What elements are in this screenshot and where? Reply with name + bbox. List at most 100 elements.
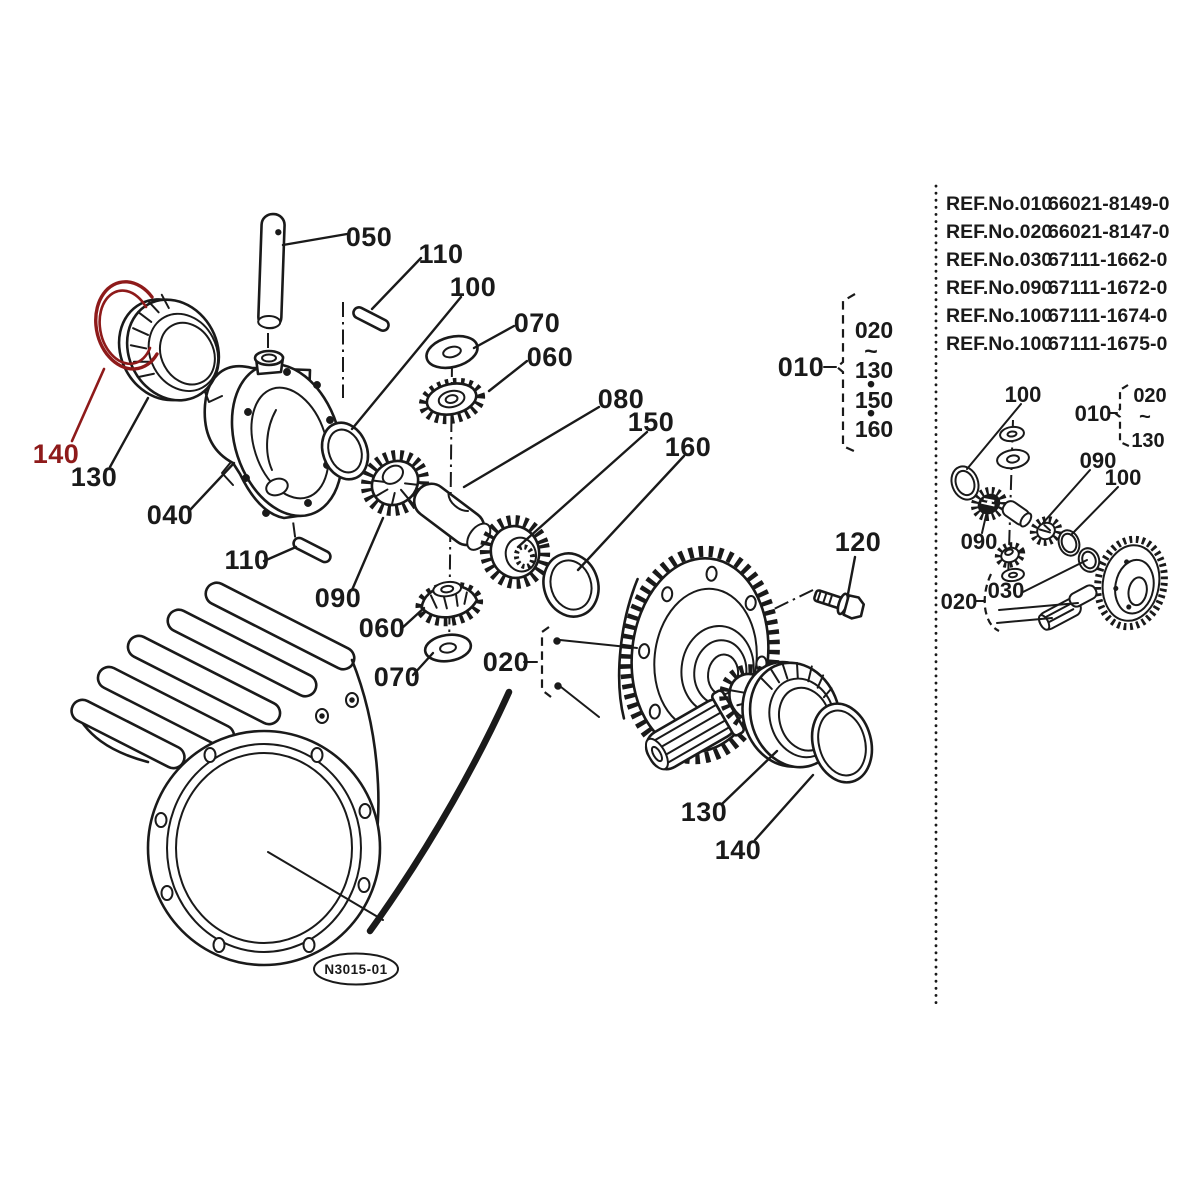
ref-row-label: REF.No.020 xyxy=(946,221,1052,243)
callout-070-top: 070 xyxy=(514,308,561,338)
callout-150: 150 xyxy=(628,407,675,437)
drawing-stamp: N3015-01 xyxy=(313,952,399,986)
callout-060-bottom: 060 xyxy=(359,613,406,643)
inset-diagram: 010 020 ~ 130 020 100 090 100 090 030 xyxy=(941,382,1168,632)
bolt-120 xyxy=(813,589,866,620)
snap-ring-140-highlight xyxy=(70,280,159,443)
callout-040: 040 xyxy=(147,500,194,530)
ref-row-label: REF.No.030 xyxy=(946,249,1052,271)
gear-060-bottom xyxy=(415,580,484,627)
inset-callout-010: 010 xyxy=(1075,401,1112,426)
callout-130-right: 130 xyxy=(681,797,728,827)
callout-070-bottom: 070 xyxy=(374,662,421,692)
ref-row-part: 66021-8147-0 xyxy=(1048,221,1170,243)
callout-140-red: 140 xyxy=(33,439,80,469)
callout-020: 020 xyxy=(483,647,530,677)
ref-row-part: 67111-1662-0 xyxy=(1048,249,1167,271)
callout-110-bottom: 110 xyxy=(224,545,269,575)
inset-callout-030: 030 xyxy=(988,578,1025,603)
bracket-dot: • xyxy=(867,400,875,426)
callout-050: 050 xyxy=(346,222,393,252)
inset-callout-100-right: 100 xyxy=(1105,465,1142,490)
inset-ring-gear xyxy=(1094,535,1168,631)
pin-110-bottom xyxy=(292,536,332,564)
inset-gear-090-bottom xyxy=(994,542,1026,568)
case-top-boss xyxy=(253,349,285,376)
callout-160: 160 xyxy=(665,432,712,462)
ref-number-list: REF.No.010 66021-8149-0 REF.No.020 66021… xyxy=(946,193,1170,355)
bracket-item: 160 xyxy=(855,416,893,442)
inset-callout-020: 020 xyxy=(941,589,978,614)
stamp-text: N3015-01 xyxy=(324,962,387,977)
ref-row-part: 66021-8149-0 xyxy=(1048,193,1170,215)
spider-shaft-080 xyxy=(412,482,492,551)
pin-110-top xyxy=(352,306,390,332)
callout-080: 080 xyxy=(598,384,645,414)
gearset-bracket-020 xyxy=(523,626,638,718)
callout-060-top: 060 xyxy=(527,342,574,372)
inset-ring-100-top xyxy=(950,465,980,501)
bracket-dot: • xyxy=(867,371,875,397)
inset-collar xyxy=(1068,584,1098,608)
housing-bolt-holes xyxy=(154,692,372,953)
inset-cross-pin xyxy=(1001,500,1033,528)
ring-100 xyxy=(320,421,370,481)
ref-row-label: REF.No.100 xyxy=(946,305,1052,327)
assembly-bracket-010: 010 020 ~ 130 • 150 • 160 xyxy=(778,293,893,453)
housing-inner-line xyxy=(267,851,384,921)
bracket-item: 130 xyxy=(855,357,893,383)
transmission-housing: N3015-01 xyxy=(70,581,513,986)
ref-row-part: 67111-1674-0 xyxy=(1048,305,1167,327)
bracket-item: ~ xyxy=(864,338,877,364)
differential-case xyxy=(202,349,344,520)
callout-140-right: 140 xyxy=(715,835,762,865)
thick-curve-stroke xyxy=(366,688,513,935)
inset-bracket-item: 020 xyxy=(1133,385,1166,407)
bearing-rollers xyxy=(759,661,833,699)
bracket-item: 020 xyxy=(855,317,893,343)
callout-090: 090 xyxy=(315,583,362,613)
inset-callout-090-right: 090 xyxy=(1080,448,1117,473)
callout-130-left: 130 xyxy=(71,462,118,492)
ref-row-label: REF.No.010 xyxy=(946,193,1052,215)
callout-120: 120 xyxy=(835,527,882,557)
inset-callout-100-top: 100 xyxy=(1005,382,1042,407)
bevel-gear-090 xyxy=(360,449,430,517)
ref-row-label: REF.No.090 xyxy=(946,277,1052,299)
leader-lines xyxy=(108,232,857,842)
washer-070-bottom xyxy=(423,633,473,663)
bearing-130-left xyxy=(117,293,221,402)
bevel-gear-150 xyxy=(479,515,551,589)
ref-row-label: REF.No.100 xyxy=(946,333,1052,355)
ref-row-part: 67111-1675-0 xyxy=(1048,333,1167,355)
inset-gear-090-left xyxy=(970,486,1008,522)
housing-rib xyxy=(126,634,282,726)
inset-bracket-010: 010 020 ~ 130 xyxy=(1075,384,1167,452)
bearing-rollers xyxy=(129,293,170,378)
ring-160 xyxy=(542,552,600,618)
housing-rib xyxy=(166,608,318,698)
callout-100: 100 xyxy=(450,272,497,302)
inset-bracket-020: 020 xyxy=(941,573,1000,632)
main-callouts: 050 110 100 070 060 080 150 160 120 140 … xyxy=(33,222,882,865)
ref-row-part: 67111-1672-0 xyxy=(1048,277,1167,299)
housing-rib xyxy=(70,698,186,770)
inset-callout-090-left: 090 xyxy=(961,529,998,554)
inset-splined-shaft xyxy=(1037,597,1082,631)
inset-washer-small xyxy=(999,425,1025,443)
leader-140-red xyxy=(70,367,106,443)
inset-washer-bottom xyxy=(1001,567,1025,583)
bracket-item: 150 xyxy=(855,387,893,413)
callout-010: 010 xyxy=(778,352,825,382)
inset-washer-large xyxy=(996,448,1030,470)
inset-bracket-item: ~ xyxy=(1139,406,1151,428)
ring-140-right xyxy=(810,702,874,784)
inset-ring-100-right xyxy=(1057,529,1081,557)
inset-leader-lines xyxy=(966,403,1119,624)
gear-060-top xyxy=(418,377,486,425)
inset-bracket-item: 130 xyxy=(1131,430,1164,452)
callout-110-top: 110 xyxy=(418,239,463,269)
shaft-050 xyxy=(257,212,286,330)
